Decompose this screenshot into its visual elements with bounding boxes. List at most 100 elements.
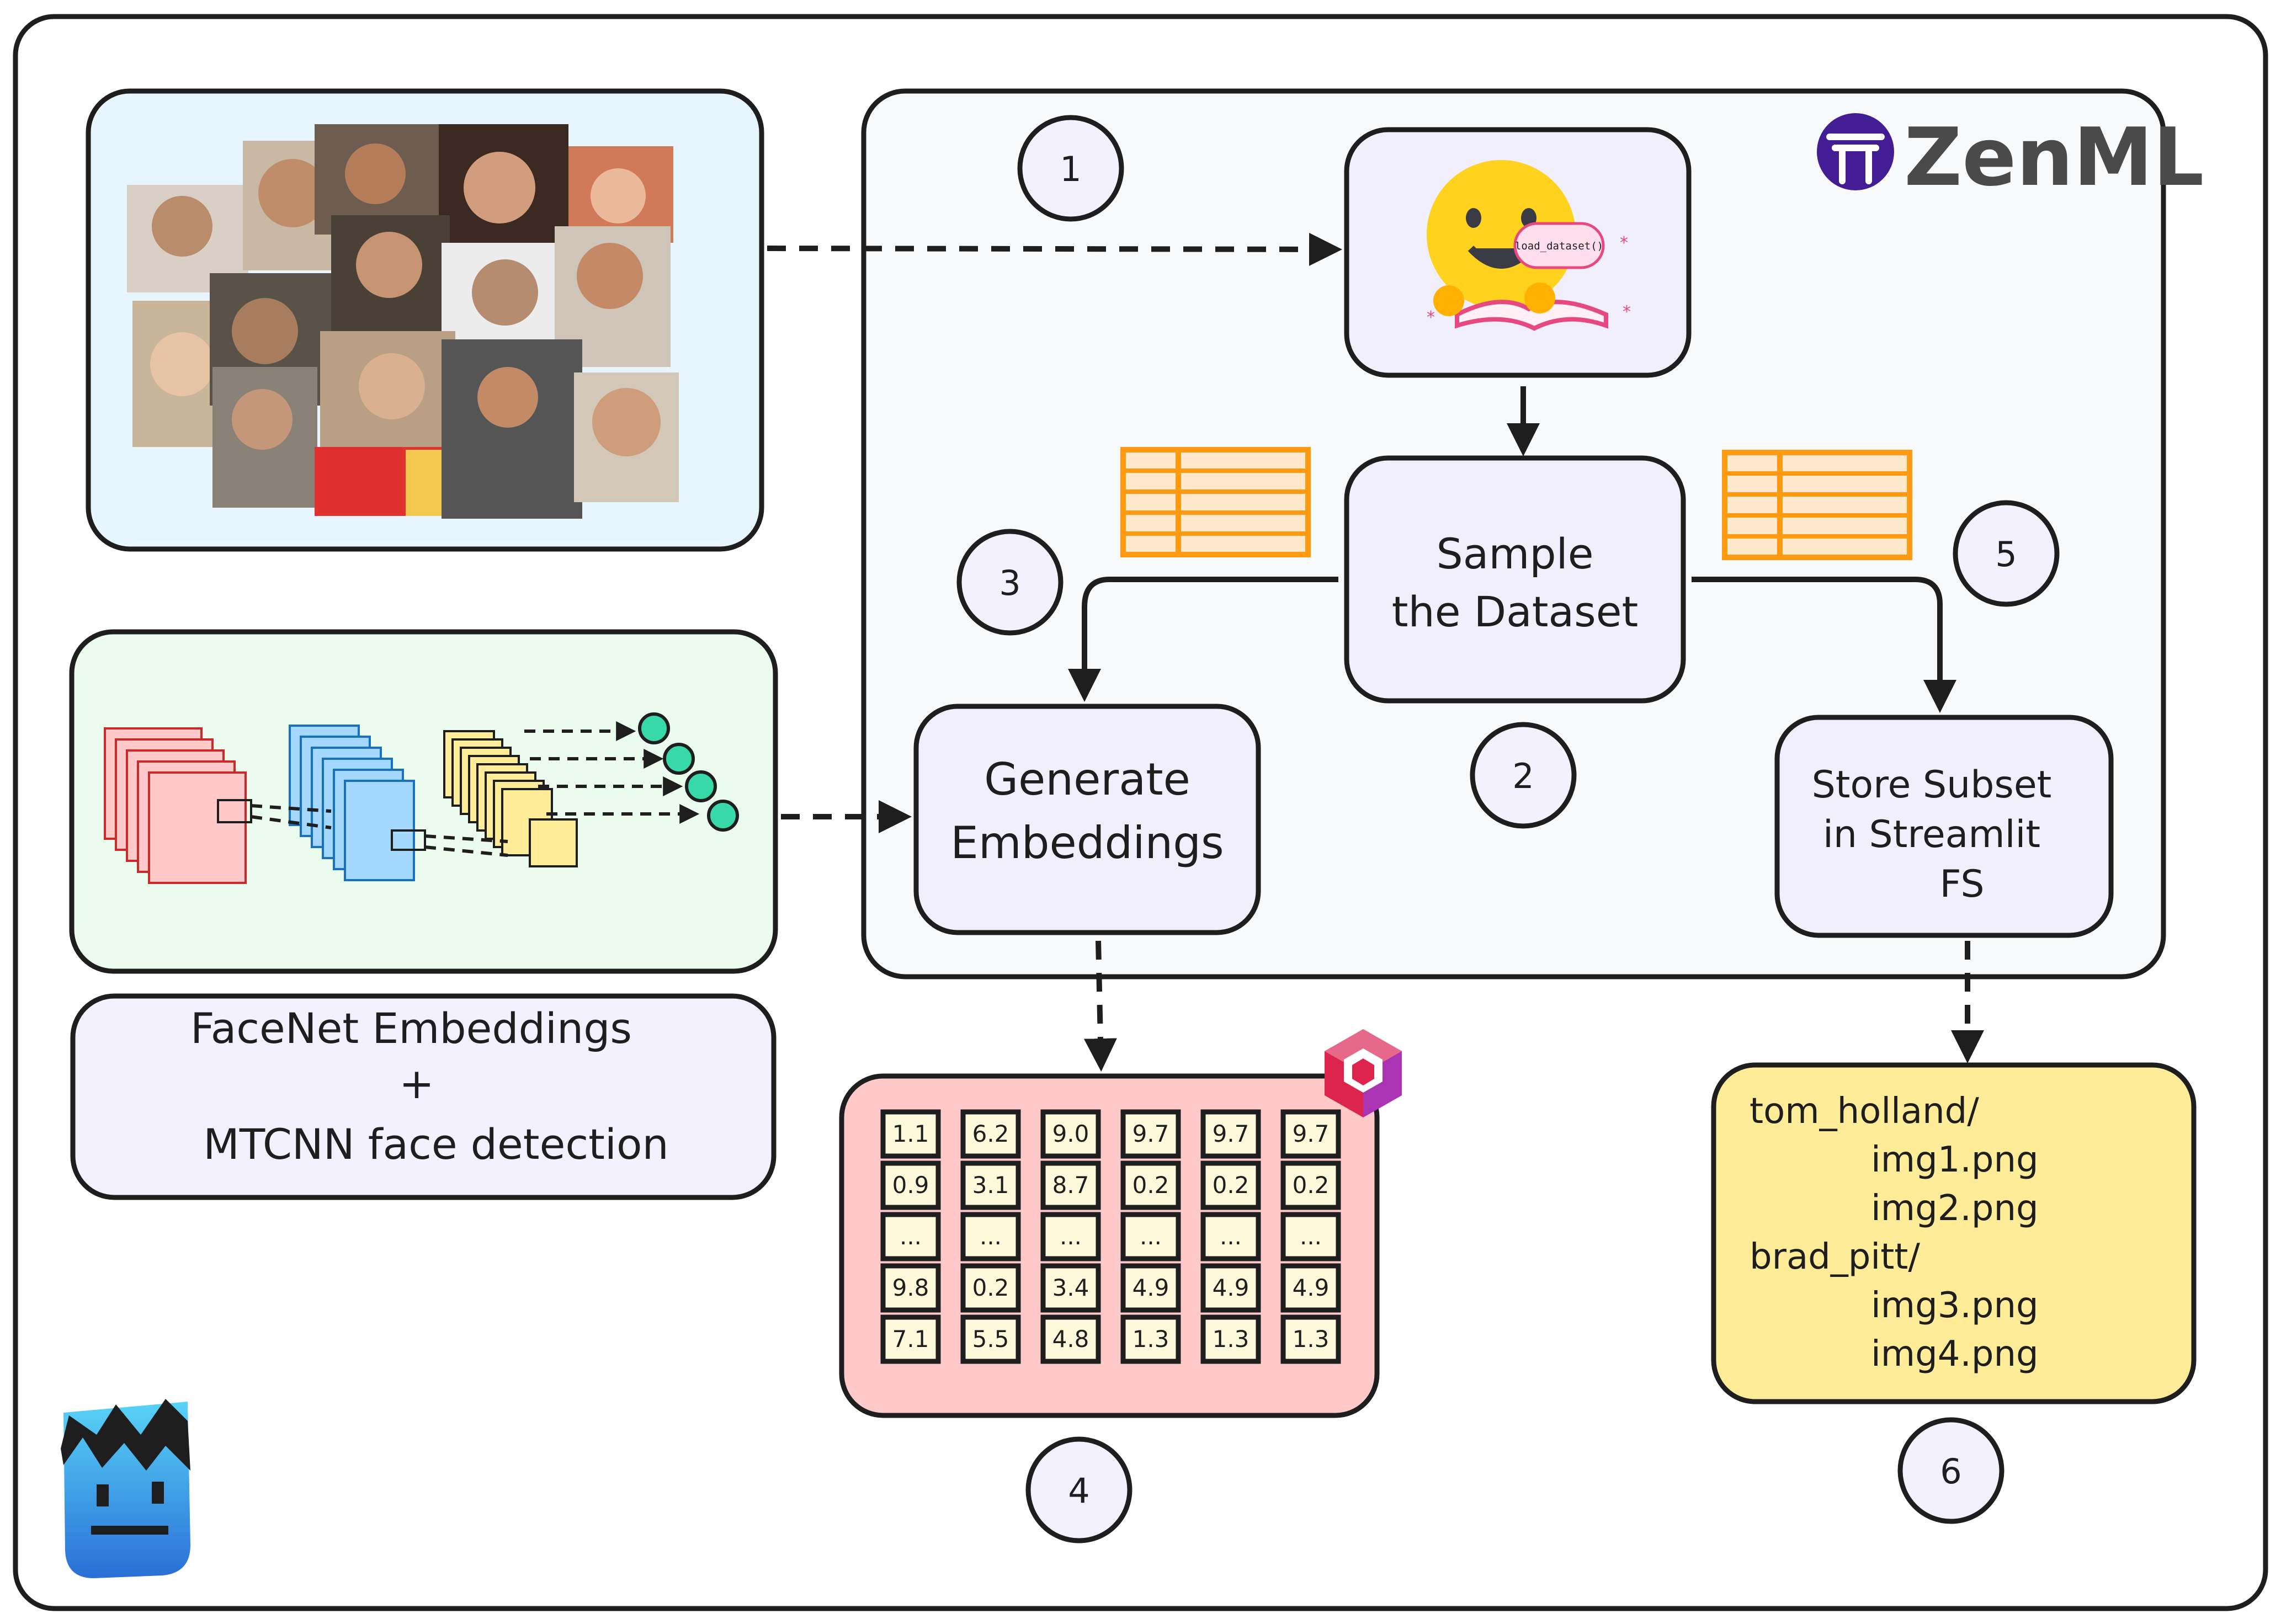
vector-value: 9.8	[892, 1274, 929, 1301]
vector-value: 1.3	[1132, 1325, 1169, 1353]
vector-value: ...	[980, 1223, 1002, 1250]
vector-cell: 4.9	[1120, 1263, 1181, 1313]
vector-value: 4.9	[1213, 1274, 1250, 1301]
file-entry: img3.png	[1871, 1285, 2039, 1326]
sample-dataset-line2: the Dataset	[1392, 587, 1639, 636]
vector-value: ...	[1140, 1223, 1162, 1250]
streamlit-file-tree: tom_holland/img1.pngimg2.pngbrad_pitt/im…	[1711, 1062, 2197, 1404]
vector-value: 4.9	[1293, 1274, 1330, 1301]
vector-cell: 6.2	[960, 1109, 1021, 1159]
vector-value: 3.1	[972, 1172, 1009, 1199]
vector-value: 7.1	[892, 1325, 929, 1353]
step-marker-3: 3	[956, 529, 1064, 636]
cnn-output-nodes	[638, 712, 739, 832]
embedding-vector-store: 1.1 0.9... 9.8 7.1 6.2 3.1... 0.2 5.5 9.0 8.7... 3…	[839, 1029, 1402, 1418]
mascot-icon	[61, 1399, 190, 1578]
sample-dataset-line1: Sample	[1437, 529, 1594, 578]
vector-value: 9.7	[1213, 1120, 1250, 1147]
vector-cell: 4.8	[1040, 1314, 1101, 1364]
vector-cell: 3.1	[960, 1160, 1021, 1210]
vector-cell: 0.2	[960, 1263, 1021, 1313]
vector-value: ...	[1220, 1223, 1242, 1250]
svg-text:2: 2	[1512, 756, 1534, 796]
vector-value: 4.9	[1132, 1274, 1169, 1301]
vector-cell: ...	[1120, 1212, 1181, 1261]
arrow-sample-to-store	[1692, 577, 1956, 713]
vector-cell: ...	[880, 1212, 941, 1261]
svg-text:3: 3	[999, 563, 1020, 603]
vector-cell: 0.2	[1280, 1160, 1341, 1210]
file-entry: img4.png	[1871, 1334, 2039, 1375]
vector-cell: 4.9	[1280, 1263, 1341, 1313]
zenml-logo: ZenML	[1817, 111, 2204, 204]
svg-text:4: 4	[1068, 1471, 1089, 1511]
svg-text:1: 1	[1060, 149, 1081, 189]
vector-value: 0.2	[1293, 1172, 1330, 1199]
step-marker-1: 1	[1017, 115, 1124, 222]
face-photo-collage	[127, 124, 679, 519]
flow-arrows	[767, 232, 1984, 1072]
vector-cell: ...	[1280, 1212, 1341, 1261]
vector-value: ...	[900, 1223, 922, 1250]
vector-cell: ...	[1040, 1212, 1101, 1261]
vector-cell: 9.7	[1280, 1109, 1341, 1159]
vector-value: 0.9	[892, 1172, 929, 1199]
sparkle-icon: *	[1623, 302, 1631, 322]
hugging-face-icon	[1427, 160, 1608, 331]
file-entry: img2.png	[1871, 1188, 2039, 1229]
huggingface-datasets-card: load_dataset() * * *	[1344, 127, 1692, 378]
vector-grid: 1.1 0.9... 9.8 7.1 6.2 3.1... 0.2 5.5 9.0 8.7... 3…	[880, 1109, 1341, 1364]
vector-cell: 8.7	[1040, 1160, 1101, 1210]
vector-value: 1.1	[892, 1120, 929, 1147]
vector-cell: ...	[1200, 1212, 1261, 1261]
vector-value: 0.2	[1213, 1172, 1250, 1199]
vector-cell: 5.5	[960, 1314, 1021, 1364]
sparkle-icon: *	[1427, 308, 1435, 327]
sparkle-icon: *	[1620, 233, 1628, 253]
store-subset-step: Store Subset in Streamlit FS	[1774, 715, 2114, 938]
facenet-line2: +	[399, 1059, 434, 1108]
store-subset-line1: Store Subset	[1812, 763, 2052, 807]
file-tree-lines: tom_holland/img1.pngimg2.pngbrad_pitt/im…	[1750, 1091, 2039, 1375]
zenml-torii-icon	[1817, 113, 1894, 190]
step-marker-2: 2	[1470, 722, 1577, 829]
celebrity-faces-panel	[86, 88, 764, 552]
dataset-table-icon-left	[1120, 447, 1311, 557]
vector-cell: 1.3	[1120, 1314, 1181, 1364]
step-marker-4: 4	[1025, 1436, 1132, 1543]
vector-value: 3.4	[1052, 1274, 1089, 1301]
load-dataset-bubble	[1513, 222, 1605, 269]
facenet-description-box: FaceNet Embeddings + MTCNN face detectio…	[70, 993, 777, 1200]
cnn-layer-yellow	[443, 730, 578, 867]
svg-text:6: 6	[1940, 1451, 1961, 1492]
vector-value: ...	[1300, 1223, 1322, 1250]
vector-cell: ...	[960, 1212, 1021, 1261]
vector-value: 9.7	[1293, 1120, 1330, 1147]
vector-value: 9.7	[1132, 1120, 1169, 1147]
store-subset-line2: in Streamlit	[1823, 813, 2040, 856]
vector-value: 1.3	[1293, 1325, 1330, 1353]
vector-cell: 0.9	[880, 1160, 941, 1210]
facenet-line1: FaceNet Embeddings	[190, 1004, 632, 1053]
vector-value: 0.2	[1132, 1172, 1169, 1199]
file-entry: img1.png	[1871, 1140, 2039, 1180]
vector-value: 5.5	[972, 1325, 1009, 1353]
vector-cell: 1.3	[1280, 1314, 1341, 1364]
generate-embeddings-step: Generate Embeddings	[913, 704, 1261, 935]
vector-value: ...	[1060, 1223, 1082, 1250]
dataset-table-icon-right	[1722, 450, 1912, 560]
vector-value: 8.7	[1052, 1172, 1089, 1199]
svg-text:5: 5	[1995, 534, 2017, 574]
cnn-connections	[251, 721, 700, 857]
vector-cell: 3.4	[1040, 1263, 1101, 1313]
vector-cell: 9.0	[1040, 1109, 1101, 1159]
vector-cell: 9.8	[880, 1263, 941, 1313]
step-marker-5: 5	[1953, 500, 2060, 607]
arrow-generate-to-vectors	[1083, 940, 1117, 1072]
generate-embeddings-line2: Embeddings	[950, 817, 1224, 869]
step-marker-6: 6	[1897, 1417, 2004, 1524]
facenet-cnn-panel	[69, 629, 778, 974]
facenet-line3: MTCNN face detection	[203, 1120, 668, 1169]
vector-cell: 0.2	[1120, 1160, 1181, 1210]
